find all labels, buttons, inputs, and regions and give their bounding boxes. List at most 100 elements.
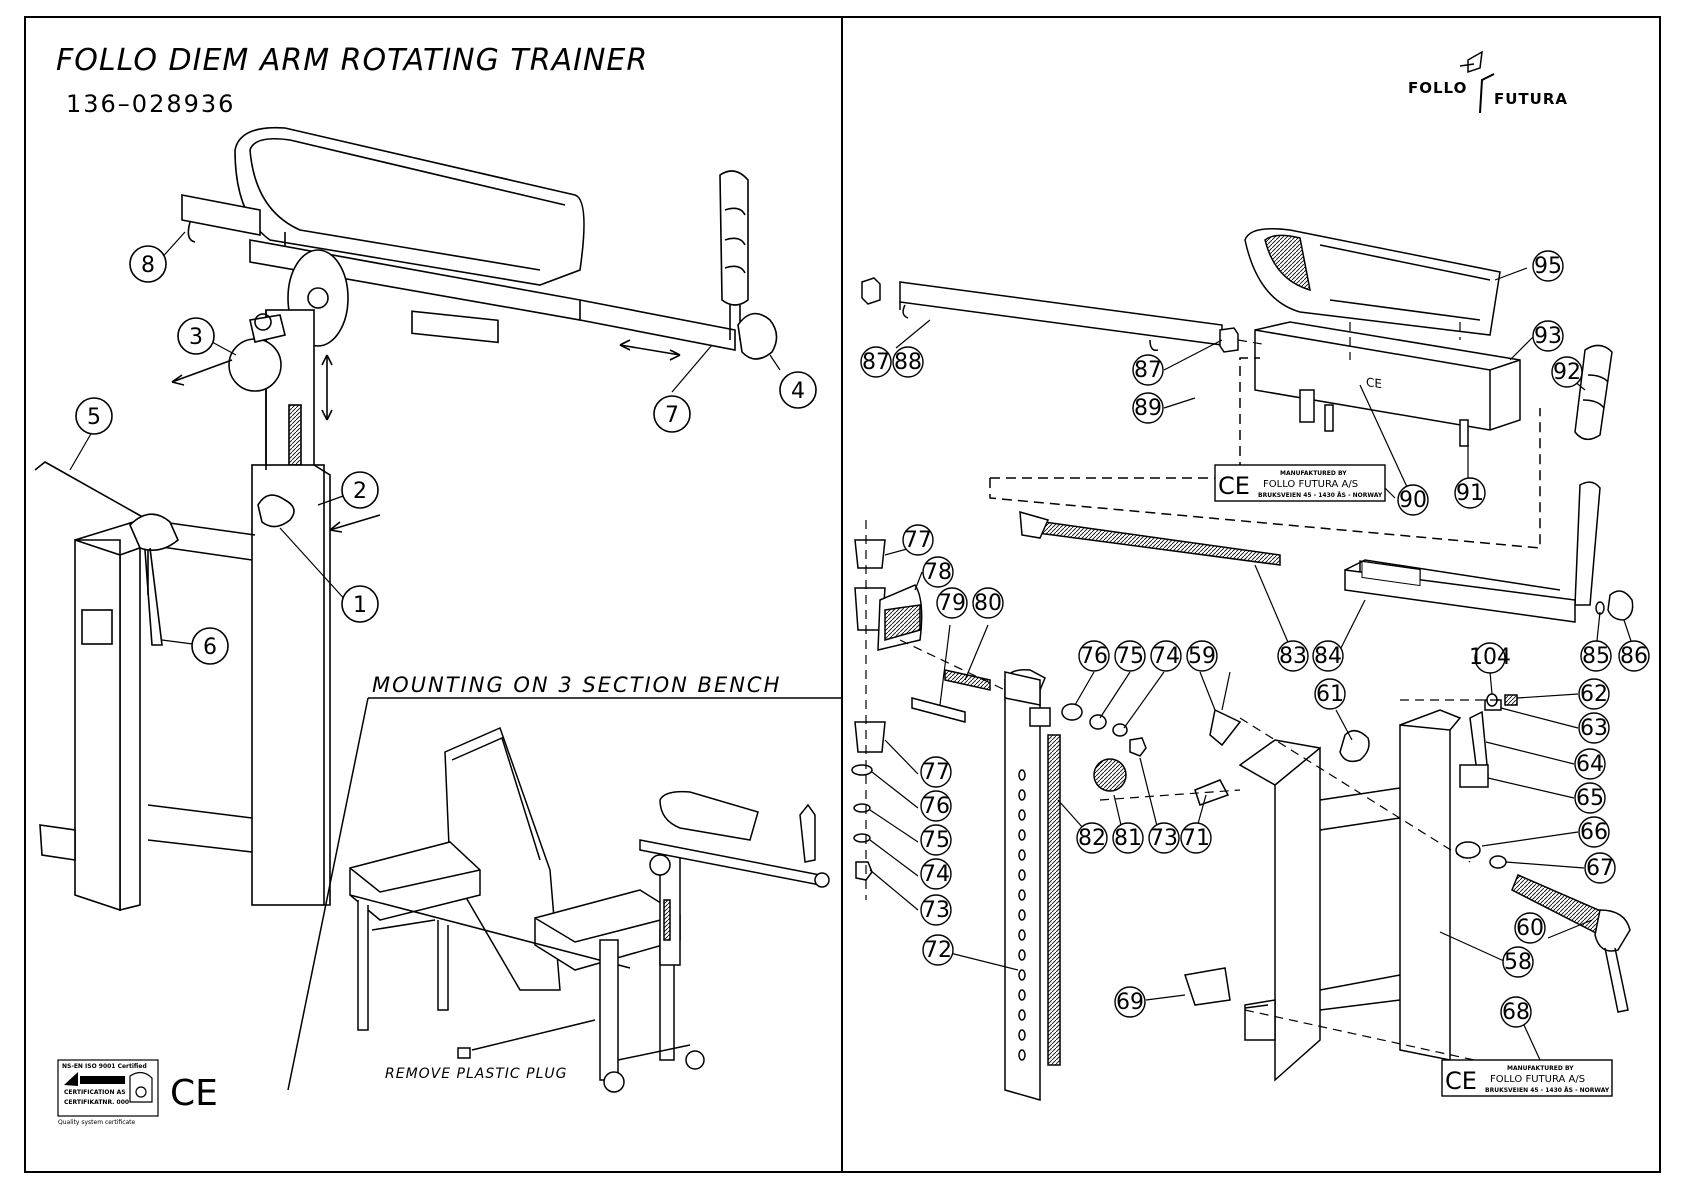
callout-58: 58 <box>1502 946 1534 978</box>
svg-text:CE: CE <box>1218 472 1250 500</box>
svg-text:72: 72 <box>924 938 952 963</box>
callout-78: 78 <box>922 556 954 588</box>
svg-text:CERTIFICATION AS: CERTIFICATION AS <box>64 1089 126 1096</box>
svg-text:87: 87 <box>1134 358 1162 383</box>
callout-75b: 75 <box>920 824 952 856</box>
svg-text:FUTURA: FUTURA <box>1494 90 1568 108</box>
left-callouts: 1 2 3 4 5 6 7 8 <box>75 245 817 665</box>
callout-93: 93 <box>1532 320 1564 352</box>
svg-text:77: 77 <box>922 760 950 785</box>
svg-text:62: 62 <box>1580 682 1608 707</box>
brand-logo: FOLLO FUTURA <box>1408 50 1568 114</box>
callout-73a: 73 <box>1148 822 1180 854</box>
callout-6: 6 <box>191 627 229 665</box>
svg-text:CERTIFIKATNR. 000: CERTIFIKATNR. 000 <box>64 1099 129 1106</box>
callout-3: 3 <box>177 317 215 355</box>
svg-text:74: 74 <box>922 862 950 887</box>
svg-text:92: 92 <box>1553 360 1581 385</box>
drawing-frame <box>24 16 1661 1173</box>
left-callout-leaders <box>69 231 781 647</box>
remove-plug-caption: REMOVE PLASTIC PLUG <box>385 1066 568 1082</box>
svg-text:74: 74 <box>1152 644 1180 669</box>
svg-text:80: 80 <box>974 591 1002 616</box>
callout-62: 62 <box>1578 678 1610 710</box>
svg-text:95: 95 <box>1534 254 1562 279</box>
svg-text:85: 85 <box>1582 644 1610 669</box>
bracket-ce-label: CE <box>1361 375 1421 587</box>
callout-8: 8 <box>129 245 167 283</box>
svg-text:90: 90 <box>1399 488 1427 513</box>
svg-text:FOLLO: FOLLO <box>1408 79 1467 97</box>
svg-text:65: 65 <box>1576 786 1604 811</box>
svg-text:79: 79 <box>938 591 966 616</box>
svg-text:BRUKSVEIEN 45 - 1430 ÅS - NORW: BRUKSVEIEN 45 - 1430 ÅS - NORWAY <box>1485 1087 1610 1094</box>
label-90: CE MANUFAKTURED BY FOLLO FUTURA A/S BRUK… <box>1214 464 1386 502</box>
bench-illustration <box>349 726 830 1093</box>
label-68: CE MANUFAKTURED BY FOLLO FUTURA A/S BRUK… <box>1441 1059 1613 1097</box>
callout-68: 68 <box>1500 996 1532 1028</box>
svg-text:86: 86 <box>1620 644 1648 669</box>
svg-text:FOLLO FUTURA A/S: FOLLO FUTURA A/S <box>1263 479 1358 490</box>
callout-77b: 77 <box>920 756 952 788</box>
svg-text:61: 61 <box>1316 682 1344 707</box>
callout-63: 63 <box>1578 712 1610 744</box>
svg-text:Quality system certificate: Quality system certificate <box>58 1119 136 1126</box>
certification-badge: NS-EN ISO 9001 Certified CERTIFICATION A… <box>57 1059 159 1126</box>
svg-text:91: 91 <box>1456 481 1484 506</box>
callout-81: 81 <box>1112 822 1144 854</box>
part-number: 136–028936 <box>66 90 235 118</box>
callout-83: 83 <box>1277 640 1309 672</box>
callout-82: 82 <box>1076 822 1108 854</box>
callout-84: 84 <box>1312 640 1344 672</box>
callout-73b: 73 <box>920 894 952 926</box>
svg-text:81: 81 <box>1114 826 1142 851</box>
callout-75a: 75 <box>1114 640 1146 672</box>
svg-text:76: 76 <box>1080 644 1108 669</box>
callout-86: 86 <box>1618 640 1650 672</box>
svg-text:73: 73 <box>1150 826 1178 851</box>
svg-text:89: 89 <box>1134 396 1162 421</box>
svg-text:84: 84 <box>1314 644 1342 669</box>
right-callout-leaders <box>869 267 1635 1061</box>
svg-text:82: 82 <box>1078 826 1106 851</box>
callout-64: 64 <box>1574 748 1606 780</box>
exploded-view-illustration <box>851 228 1634 1101</box>
callout-60: 60 <box>1514 912 1546 944</box>
callout-89: 89 <box>1132 392 1164 424</box>
callout-87a: 87 <box>860 346 892 378</box>
callout-74a: 74 <box>1150 640 1182 672</box>
svg-text:BRUKSVEIEN 45 - 1430 ÅS - NORW: BRUKSVEIEN 45 - 1430 ÅS - NORWAY <box>1258 492 1383 499</box>
svg-text:2: 2 <box>353 479 367 504</box>
svg-text:87: 87 <box>862 350 890 375</box>
svg-text:66: 66 <box>1580 820 1608 845</box>
svg-text:75: 75 <box>1116 644 1144 669</box>
assembled-trainer-illustration <box>34 126 778 912</box>
callout-91: 91 <box>1454 477 1486 509</box>
right-callouts: 95 93 92 87 88 87 89 90 91 77 78 79 80 8… <box>860 250 1650 1028</box>
svg-text:5: 5 <box>87 405 101 430</box>
svg-text:8: 8 <box>141 253 155 278</box>
svg-text:3: 3 <box>189 325 203 350</box>
svg-text:60: 60 <box>1516 916 1544 941</box>
svg-text:68: 68 <box>1502 1000 1530 1025</box>
svg-text:73: 73 <box>922 898 950 923</box>
drawing-title: FOLLO DIEM ARM ROTATING TRAINER <box>56 43 648 78</box>
callout-92: 92 <box>1551 356 1583 388</box>
callout-7: 7 <box>653 395 691 433</box>
svg-text:104: 104 <box>1469 645 1511 670</box>
callout-4: 4 <box>779 371 817 409</box>
svg-text:64: 64 <box>1576 752 1604 777</box>
callout-104: 104 <box>1469 642 1511 674</box>
callout-87b: 87 <box>1132 354 1164 386</box>
svg-text:58: 58 <box>1504 950 1532 975</box>
svg-text:6: 6 <box>203 635 217 660</box>
callout-80: 80 <box>972 587 1004 619</box>
svg-text:67: 67 <box>1586 856 1614 881</box>
callout-71: 71 <box>1180 822 1212 854</box>
callout-66: 66 <box>1578 816 1610 848</box>
assembly-lines <box>865 322 1521 1071</box>
callout-76b: 76 <box>920 790 952 822</box>
callout-95: 95 <box>1532 250 1564 282</box>
callout-90: 90 <box>1397 484 1429 516</box>
